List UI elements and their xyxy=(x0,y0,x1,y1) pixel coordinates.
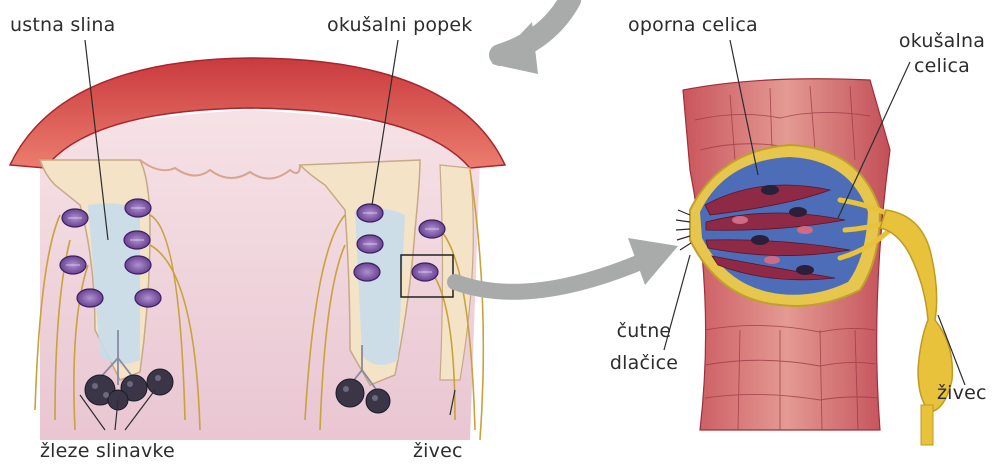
taste-bud-detail xyxy=(676,79,952,445)
label-taste-hairs-line1: čutne xyxy=(596,320,692,342)
label-salivary-glands: žleze slinavke xyxy=(40,440,175,462)
label-support-cell: oporna celica xyxy=(628,14,758,36)
label-nerve-right: živec xyxy=(937,382,987,404)
curved-arrow-middle xyxy=(455,238,678,292)
label-taste-hairs-line2: dlačice xyxy=(596,352,692,374)
label-nerve-bottom: živec xyxy=(413,440,463,462)
label-saliva: ustna slina xyxy=(10,14,115,36)
curved-arrow-top xyxy=(492,0,570,74)
label-taste-cell-line1: okušalna xyxy=(884,30,1000,52)
label-taste-bud: okušalni popek xyxy=(327,14,473,36)
label-taste-cell-line2: celica xyxy=(884,55,1000,77)
tongue-cross-section xyxy=(10,58,505,440)
